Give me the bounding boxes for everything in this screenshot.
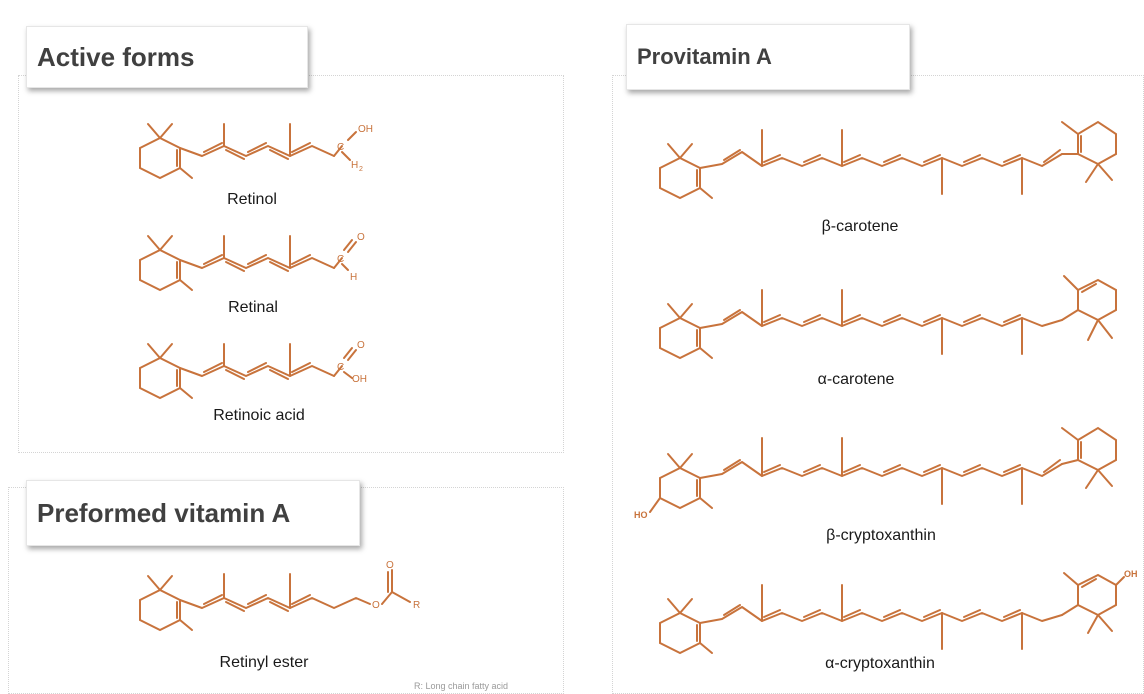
beta-cryptoxanthin-caption: β-cryptoxanthin: [826, 527, 936, 544]
retinal-h-label: H: [350, 272, 357, 283]
r-group-note: R: Long chain fatty acid: [414, 681, 509, 691]
retinoic-c-label: C: [337, 362, 344, 373]
retinol-subscript-label: 2: [359, 166, 363, 173]
retinal-structure: C O H: [139, 232, 365, 292]
alpha-carotene-structure: [659, 275, 1117, 360]
ester-r-label: R: [413, 600, 420, 611]
retinal-c-label: C: [337, 254, 344, 265]
preformed-title: Preformed vitamin A: [26, 480, 360, 546]
provitamin-title: Provitamin A: [626, 24, 910, 90]
beta-cryptoxanthin-structure: HO: [634, 426, 1117, 520]
alpha-cryptoxanthin-oh-label: OH: [1124, 569, 1138, 579]
beta-cryptoxanthin-ho-label: HO: [634, 510, 648, 520]
alpha-cryptoxanthin-caption: α-cryptoxanthin: [825, 655, 935, 672]
retinoic-o-label: O: [357, 340, 365, 351]
retinoic-acid-structure: C O OH: [139, 340, 367, 400]
retinyl-ester-caption: Retinyl ester: [219, 654, 309, 671]
retinoic-acid-caption: Retinoic acid: [213, 407, 305, 424]
retinyl-ester-structure: O O R: [139, 560, 420, 632]
retinol-structure: C OH H 2: [139, 123, 373, 180]
retinal-o-label: O: [357, 232, 365, 243]
alpha-cryptoxanthin-structure: OH: [659, 569, 1138, 655]
retinal-caption: Retinal: [228, 299, 278, 316]
retinol-h-label: H: [351, 160, 358, 171]
retinol-caption: Retinol: [227, 191, 277, 208]
ester-carbonyl-o-label: O: [386, 560, 394, 571]
retinol-c-label: C: [337, 142, 344, 153]
retinoic-oh-label: OH: [352, 374, 367, 385]
retinol-oh-label: OH: [358, 124, 373, 135]
active-forms-title: Active forms: [26, 26, 308, 88]
alpha-carotene-caption: α-carotene: [817, 371, 895, 388]
ester-o-label: O: [372, 600, 380, 611]
beta-carotene-structure: [659, 120, 1117, 200]
beta-carotene-caption: β-carotene: [821, 218, 899, 235]
